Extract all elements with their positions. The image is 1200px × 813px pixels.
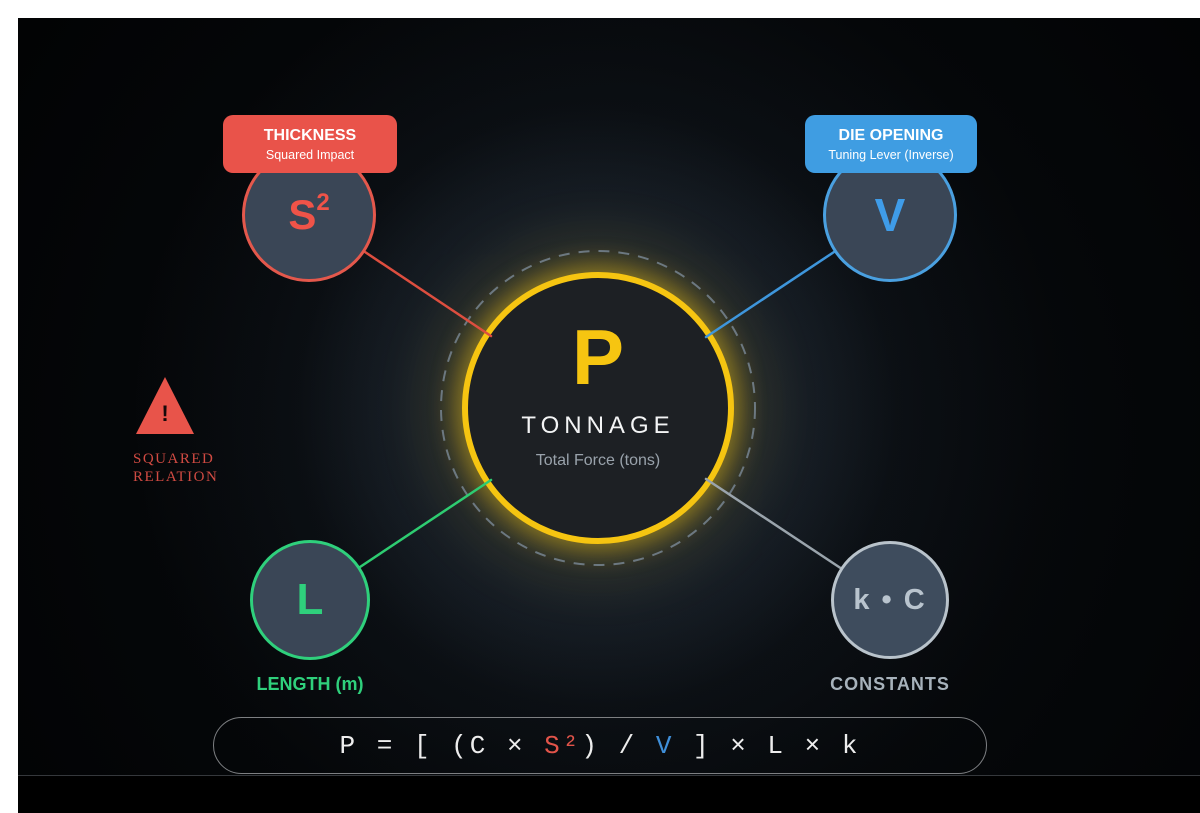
- constants-symbol: k • C: [853, 583, 927, 616]
- badge-die-opening-title: DIE OPENING: [838, 126, 944, 144]
- badge-thickness: THICKNESS Squared Impact: [223, 115, 397, 173]
- connector-length-line: [358, 478, 493, 569]
- connector-constants-line: [704, 477, 844, 571]
- formula-prefix: P = [ (C ×: [339, 730, 545, 761]
- caption-constants: CONSTANTS: [830, 674, 950, 694]
- badge-die-opening: DIE OPENING Tuning Lever (Inverse): [805, 115, 977, 173]
- formula-v-term: V: [655, 730, 675, 761]
- badge-thickness-title: THICKNESS: [263, 126, 357, 144]
- caption-length: LENGTH (m): [256, 674, 364, 694]
- connector-die-opening-line: [704, 250, 836, 339]
- die-opening-symbol: V: [874, 189, 906, 241]
- formula-bar: P = [ (C × S²) / V ] × L × k: [213, 717, 987, 774]
- warning-group: ! SQUARED RELATION: [133, 377, 218, 486]
- warning-caption: SQUARED RELATION: [133, 451, 218, 486]
- center-node-tonnage: P TONNAGE Total Force (tons): [462, 272, 734, 544]
- thickness-symbol: S2: [288, 189, 330, 238]
- formula-suffix: ] × L × k: [674, 730, 861, 761]
- badge-die-opening-subtitle: Tuning Lever (Inverse): [828, 147, 954, 162]
- badge-thickness-subtitle: Squared Impact: [265, 147, 355, 162]
- warning-caption-line1: SQUARED: [133, 451, 215, 467]
- diagram-canvas: P TONNAGE Total Force (tons) S2 V L k • …: [18, 18, 1200, 813]
- warning-caption-line2: RELATION: [133, 468, 219, 485]
- formula-s-term: S²: [544, 730, 582, 761]
- center-symbol: P: [571, 313, 625, 401]
- warning-triangle-icon: [136, 377, 194, 434]
- thickness-superscript: 2: [316, 189, 330, 216]
- warning-exclamation: !: [161, 401, 169, 426]
- node-constants: k • C: [831, 541, 949, 659]
- slide-bottom-edge: [18, 775, 1200, 776]
- center-title: TONNAGE: [521, 412, 675, 439]
- node-length: L: [250, 540, 370, 660]
- connector-thickness-line: [363, 250, 493, 338]
- length-symbol: L: [296, 575, 324, 624]
- formula-mid: ) /: [581, 730, 656, 761]
- below-slide-area: [18, 776, 1200, 813]
- center-subtitle: Total Force (tons): [535, 452, 661, 469]
